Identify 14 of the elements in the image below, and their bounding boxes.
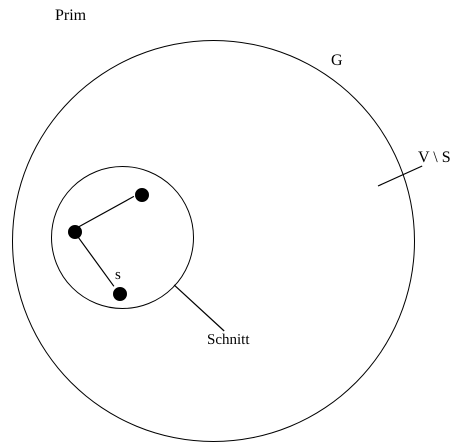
diagram-title: Prim — [55, 8, 86, 24]
graph-edge — [76, 235, 114, 287]
region-label: V \ S — [418, 149, 464, 166]
graph-circle — [12, 40, 415, 442]
vertex-label: s — [115, 268, 121, 283]
graph-edge — [78, 196, 134, 228]
graph-label: G — [331, 53, 343, 69]
cut-label: Schnitt — [207, 332, 263, 350]
vertex-dot — [68, 225, 82, 239]
vertex-dot — [135, 188, 149, 202]
leader-line — [174, 284, 225, 332]
vertex-dot — [113, 287, 127, 301]
cut-set-circle — [51, 166, 194, 309]
leader-line — [378, 165, 422, 187]
